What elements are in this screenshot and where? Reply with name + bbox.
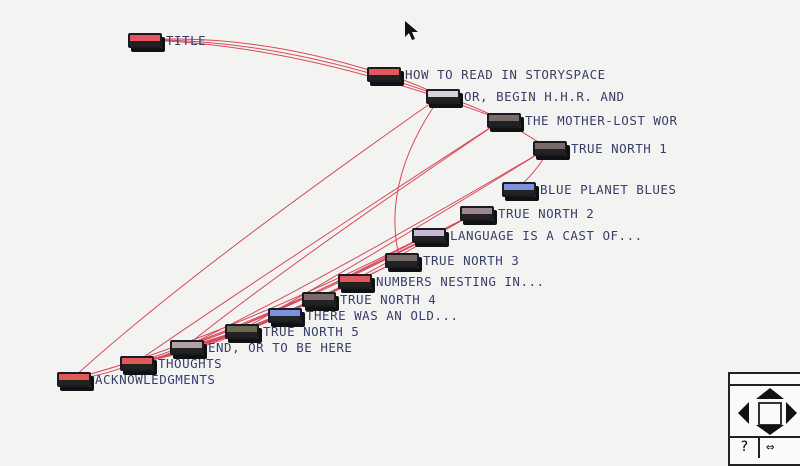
arrow-up-icon[interactable]: [756, 388, 784, 399]
node-box-icon[interactable]: [268, 308, 302, 323]
node-box-icon[interactable]: [460, 206, 494, 221]
divider: [758, 438, 760, 458]
link-line: [184, 119, 503, 348]
node-label: NUMBERS NESTING IN...: [376, 274, 545, 289]
node-label: THE MOTHER-LOST WOR: [525, 113, 678, 128]
node-box-icon[interactable]: [338, 274, 372, 289]
arrow-right-icon[interactable]: [786, 402, 797, 424]
link-line: [282, 212, 476, 316]
node-label: TRUE NORTH 1: [571, 141, 668, 156]
node-box-icon[interactable]: [426, 89, 460, 104]
link-line: [142, 39, 442, 97]
node-label: BLUE PLANET BLUES: [540, 182, 677, 197]
arrow-down-icon[interactable]: [756, 425, 784, 435]
node-label: THERE WAS AN OLD...: [306, 308, 459, 323]
link-line: [142, 38, 383, 75]
navigator-palette: ? ⇔: [728, 372, 800, 466]
node-label: TRUE NORTH 3: [423, 253, 520, 268]
node-label: OR, BEGIN H.H.R. AND: [464, 89, 625, 104]
node-box-icon[interactable]: [385, 253, 419, 268]
node-label: TITLE: [166, 33, 207, 48]
mouse-pointer-icon: [405, 21, 418, 40]
link-line: [71, 95, 442, 380]
node-box-icon[interactable]: [120, 356, 154, 371]
node-box-icon[interactable]: [57, 372, 91, 387]
node-box-icon[interactable]: [533, 141, 567, 156]
node-box-icon[interactable]: [170, 340, 204, 355]
node-box-icon[interactable]: [302, 292, 336, 307]
node-box-icon[interactable]: [412, 228, 446, 243]
node-label: END, OR TO BE HERE: [208, 340, 353, 355]
node-label: TRUE NORTH 5: [263, 324, 360, 339]
node-label: ACKNOWLEDGMENTS: [95, 372, 216, 387]
node-box-icon[interactable]: [502, 182, 536, 197]
node-box-icon[interactable]: [487, 113, 521, 128]
center-button[interactable]: [758, 402, 782, 426]
arrow-left-icon[interactable]: [738, 402, 749, 424]
node-box-icon[interactable]: [225, 324, 259, 339]
link-line: [134, 119, 503, 364]
node-box-icon[interactable]: [367, 67, 401, 82]
node-label: HOW TO READ IN STORYSPACE: [405, 67, 606, 82]
link-line: [394, 95, 442, 261]
node-box-icon[interactable]: [128, 33, 162, 48]
navigator-title-bar[interactable]: [730, 374, 800, 386]
swap-button[interactable]: ⇔: [766, 439, 775, 455]
node-label: TRUE NORTH 4: [340, 292, 437, 307]
node-label: TRUE NORTH 2: [498, 206, 595, 221]
node-label: THOUGHTS: [158, 356, 223, 371]
help-button[interactable]: ?: [740, 439, 749, 455]
node-label: LANGUAGE IS A CAST OF...: [450, 228, 643, 243]
